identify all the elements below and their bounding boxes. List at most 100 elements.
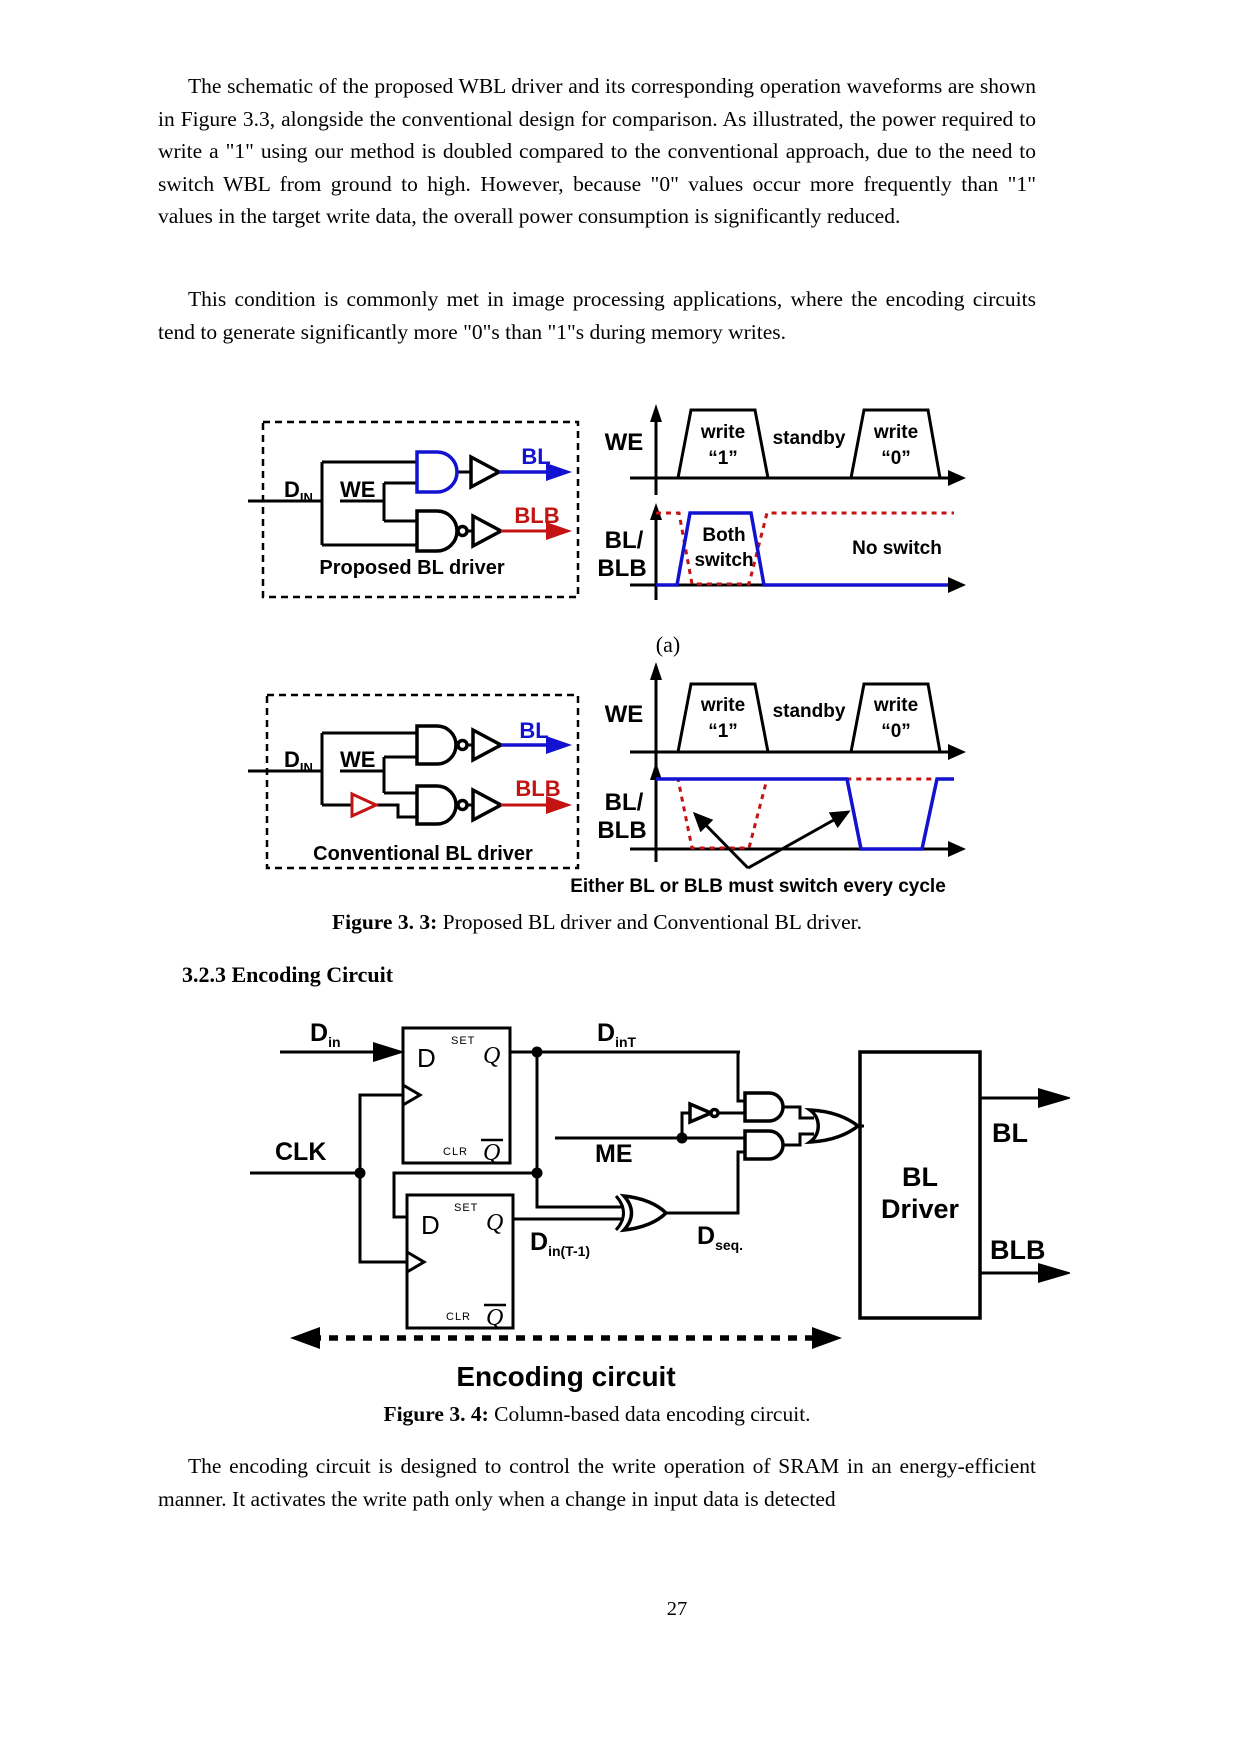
bl-label: BL	[521, 444, 550, 469]
nand-gate	[415, 724, 458, 766]
and-gate	[743, 1091, 785, 1123]
nand-bubble	[456, 738, 469, 752]
conventional-driver-caption: Conventional BL driver	[313, 843, 533, 865]
switch-annotation: Either BL or BLB must switch every cycle	[570, 876, 946, 897]
waveform-a: WE write “1” standby write “0” BL/ BLB B…	[597, 404, 966, 600]
subfigure-a-label: (a)	[656, 632, 680, 657]
nand-bubble	[456, 798, 469, 812]
annotation-arrow	[692, 811, 750, 870]
buffer-gate	[469, 454, 503, 490]
junction-dot	[676, 1132, 688, 1144]
proposed-driver-schematic: DIN WE BL BLB Proposed BL driver	[248, 420, 580, 599]
bl-driver-label-1: BL	[902, 1162, 938, 1192]
paragraph-1: The schematic of the proposed WBL driver…	[158, 74, 1036, 228]
write1-value: “1”	[708, 721, 738, 742]
ff-q-label: Q	[483, 1043, 500, 1069]
dseq-label: Dseq.	[697, 1222, 743, 1253]
encoding-circuit-diagram: D SET Q CLR Q D SET Q CLR Q	[250, 1019, 1070, 1392]
dint-label: DinT	[597, 1019, 637, 1050]
buffer-gate	[471, 787, 505, 823]
inverter-bubble	[709, 1107, 720, 1119]
page-number: 27	[666, 1598, 688, 1620]
din-label: DIN	[284, 747, 313, 775]
blb-label: BLB	[515, 776, 560, 801]
xor-input-arc	[614, 1194, 625, 1232]
bl-output-label: BL	[992, 1118, 1028, 1148]
din-label: DIN	[284, 477, 313, 505]
write0-value: “0”	[881, 448, 911, 469]
junction-dot	[531, 1046, 543, 1058]
write1-value: “1”	[708, 448, 738, 469]
clk-label: CLK	[275, 1138, 326, 1166]
or-gate	[804, 1107, 861, 1145]
no-switch-label: No switch	[852, 538, 942, 559]
bl-axis-label-2: BLB	[597, 817, 646, 844]
nand-gate	[415, 784, 458, 826]
we-label: WE	[340, 747, 375, 772]
standby-label: standby	[773, 701, 846, 722]
standby-label: standby	[773, 428, 846, 449]
caption-label: Figure 3. 3:	[331, 910, 438, 934]
figure-3-4-graphic: D SET Q CLR Q D SET Q CLR Q	[250, 1019, 1070, 1392]
proposed-driver-caption: Proposed BL driver	[319, 557, 504, 579]
write1-label: write	[700, 695, 745, 716]
waveform-b: WE write “1” standby write “0” BL/ BLB E…	[570, 662, 966, 897]
caption-label: Figure 3. 4:	[383, 1402, 489, 1426]
paragraph-3: The encoding circuit is designed to cont…	[158, 1454, 1036, 1511]
blb-label: BLB	[514, 503, 559, 528]
bl-axis-label-1: BL/	[605, 789, 644, 816]
blb-output-label: BLB	[990, 1235, 1046, 1265]
nand-bubble	[456, 524, 469, 538]
both-switch-label-2: switch	[694, 550, 753, 571]
ff-qbar-label: Q	[486, 1305, 503, 1331]
figure-3-3-caption: Figure 3. 3: Proposed BL driver and Conv…	[158, 910, 1036, 935]
bl-driver-box	[858, 1050, 982, 1320]
ff-d-label: D	[421, 1210, 440, 1240]
write1-label: write	[700, 422, 745, 443]
junction-dot	[354, 1167, 366, 1179]
annotation-arrow	[747, 810, 851, 870]
inverter-gate	[688, 1101, 716, 1125]
junction-dot	[531, 1167, 543, 1179]
dint1-label: Din(T-1)	[530, 1228, 590, 1259]
ff-d-label: D	[417, 1043, 436, 1073]
inverter-gate	[350, 791, 380, 819]
encoding-circuit-label: Encoding circuit	[456, 1361, 675, 1392]
write0-value: “0”	[881, 721, 911, 742]
ff-set-label: SET	[454, 1202, 478, 1214]
figure-3-3-graphic: DIN WE BL BLB Proposed BL driver WE writ…	[248, 404, 966, 897]
ff-clr-label: CLR	[443, 1146, 468, 1158]
buffer-gate	[471, 727, 505, 763]
ff-qbar-label: Q	[483, 1140, 500, 1166]
bl-driver-label-2: Driver	[881, 1194, 960, 1224]
bl-axis-label-1: BL/	[605, 527, 644, 554]
and-gate	[743, 1129, 785, 1161]
nand-gate	[415, 509, 459, 553]
xor-gate	[619, 1193, 669, 1233]
din-label: Din	[310, 1019, 341, 1050]
bl-label: BL	[519, 718, 548, 743]
caption-text: Proposed BL driver and Conventional BL d…	[442, 910, 863, 934]
bl-axis-label-2: BLB	[597, 555, 646, 582]
paragraph-2: This condition is commonly met in image …	[158, 287, 1036, 344]
ff-clr-label: CLR	[446, 1311, 471, 1323]
caption-text: Column-based data encoding circuit.	[494, 1402, 811, 1426]
buffer-gate	[471, 513, 505, 549]
d-flip-flop-2: D SET Q CLR Q	[405, 1193, 515, 1331]
figure-3-4-caption: Figure 3. 4: Column-based data encoding …	[158, 1402, 1036, 1427]
conventional-driver-schematic: DIN WE BL BLB Conventional BL driver	[248, 693, 580, 870]
and-gate	[415, 450, 459, 494]
section-heading: 3.2.3 Encoding Circuit	[182, 962, 394, 987]
ff-set-label: SET	[451, 1035, 475, 1047]
both-switch-label-1: Both	[702, 525, 745, 546]
write0-label: write	[873, 422, 918, 443]
we-axis-label: WE	[605, 701, 644, 728]
conventional-driver-box	[265, 693, 580, 870]
we-axis-label: WE	[605, 429, 644, 456]
ff-q-label: Q	[486, 1210, 503, 1236]
proposed-driver-box	[261, 420, 580, 599]
write0-label: write	[873, 695, 918, 716]
we-label: WE	[340, 477, 375, 502]
me-label: ME	[595, 1140, 633, 1168]
